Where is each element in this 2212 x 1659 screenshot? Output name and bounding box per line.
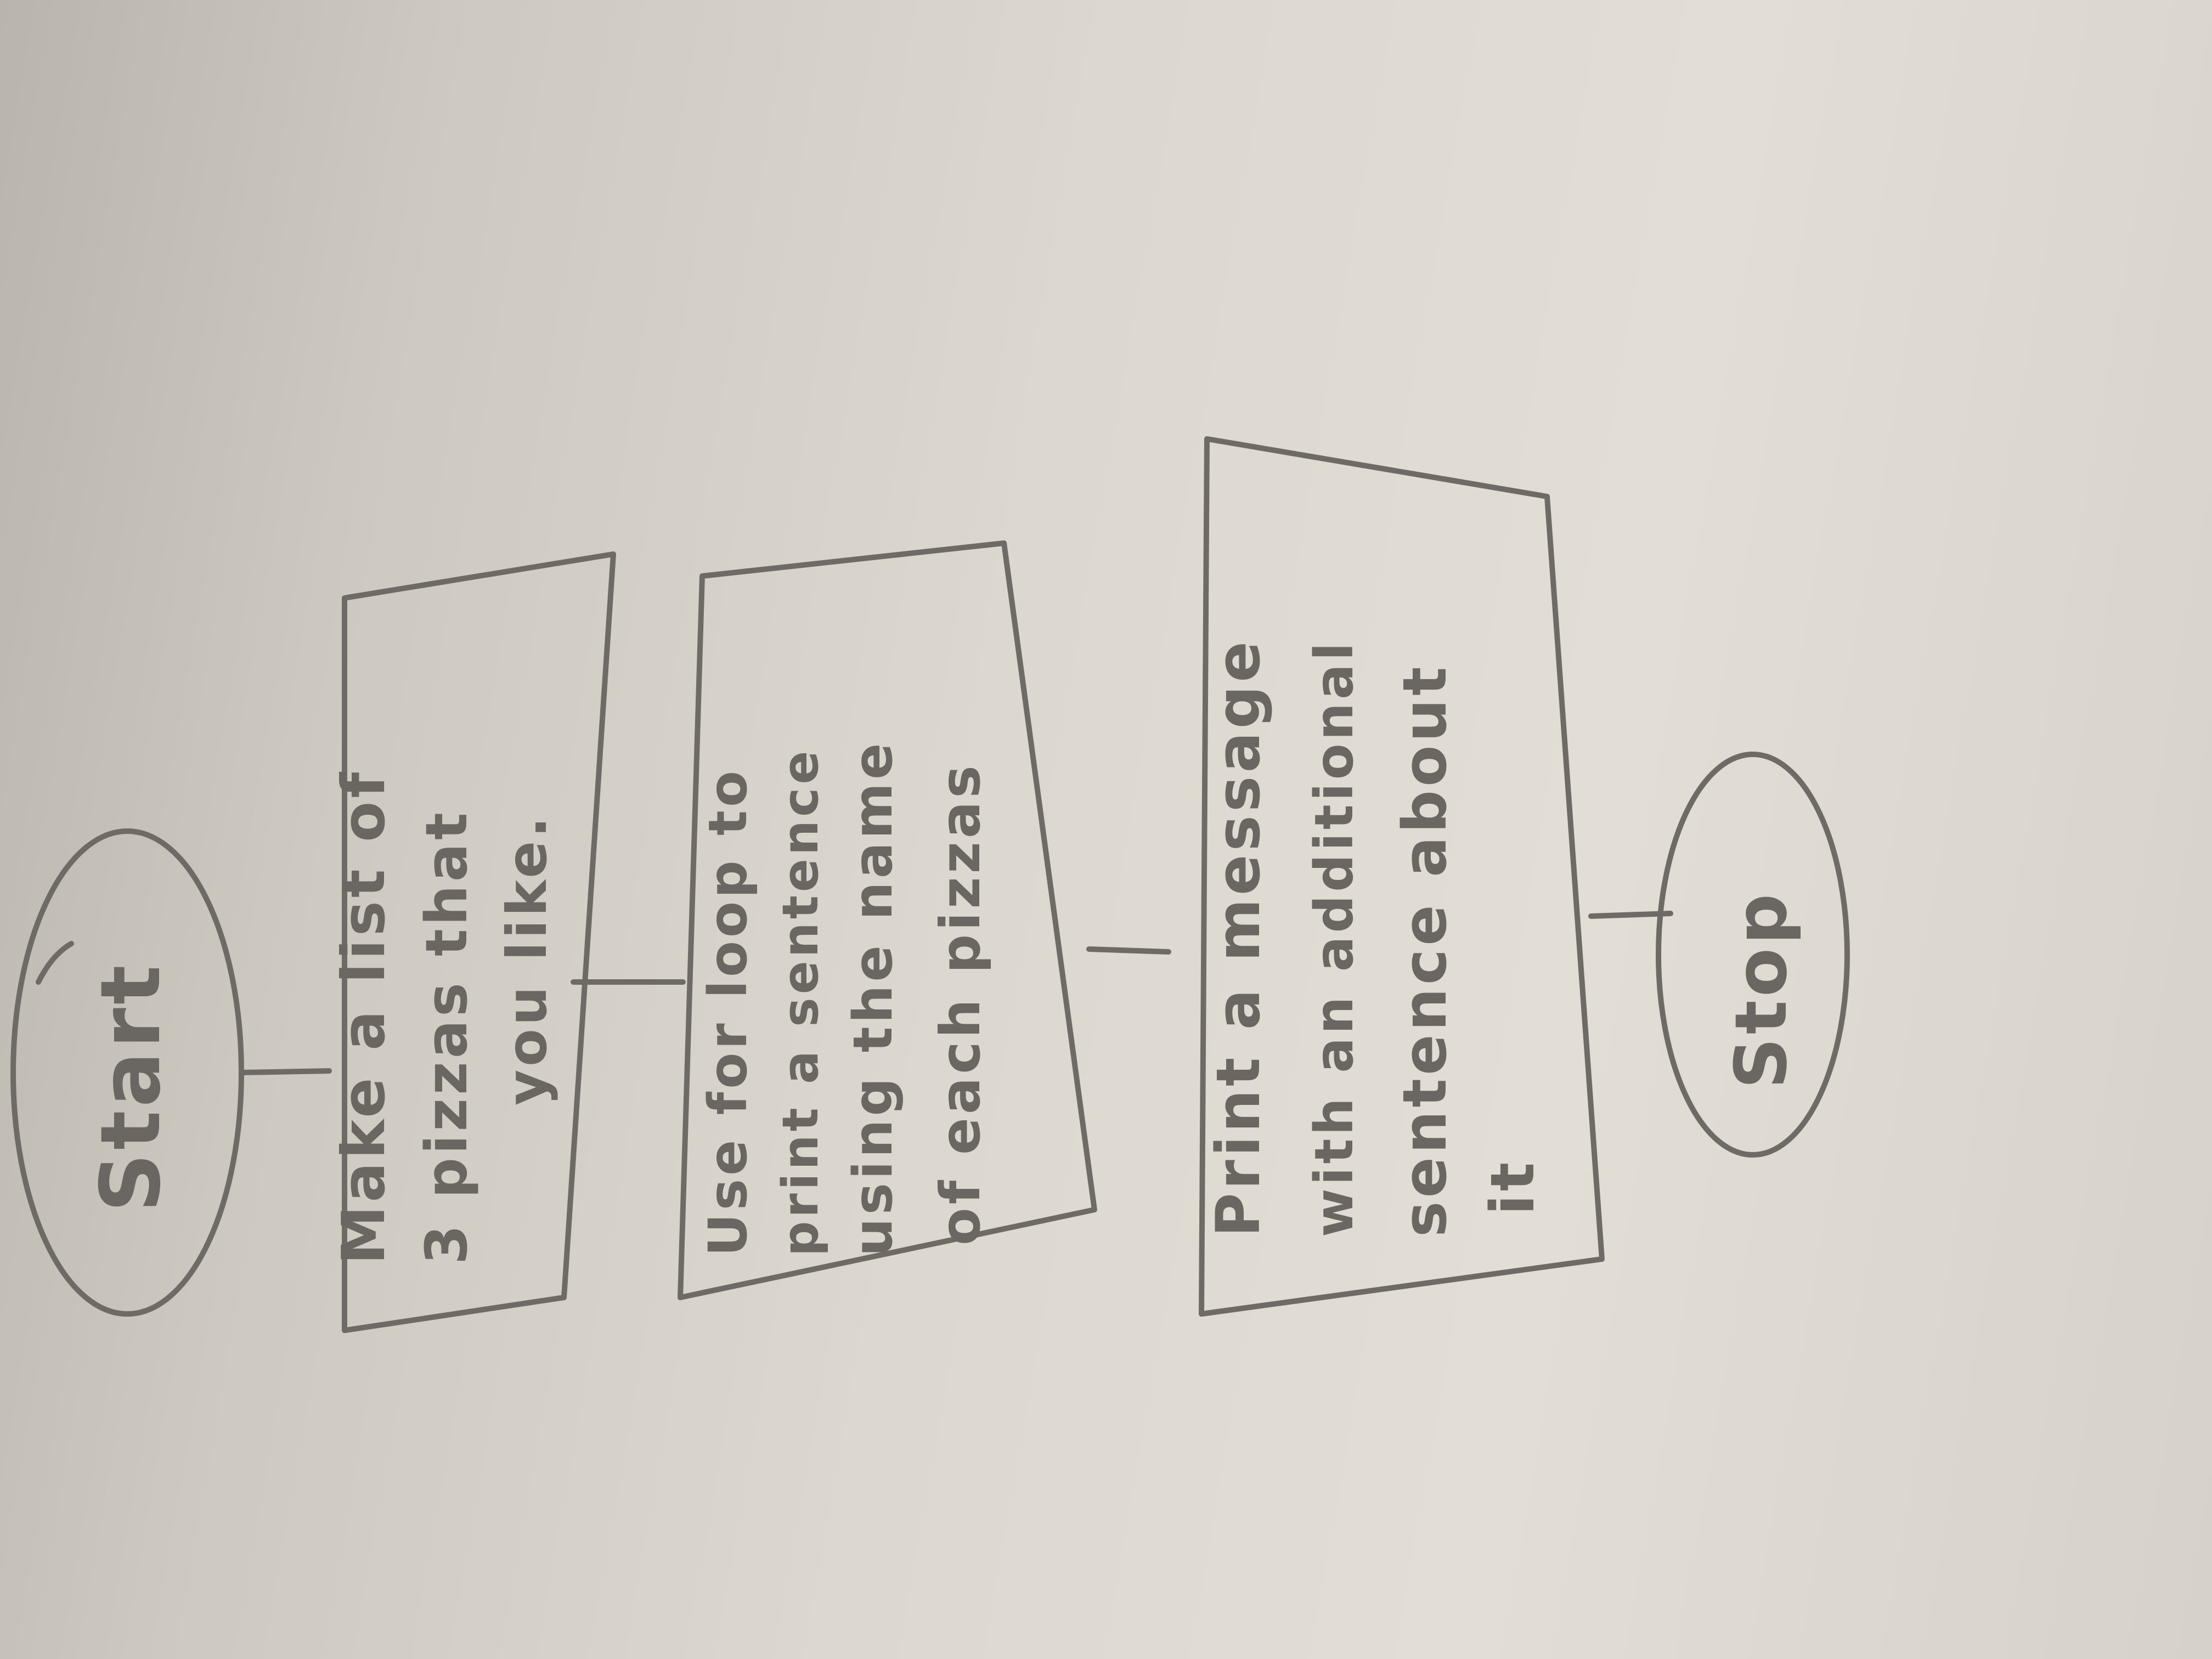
connector-start-to-step-1 [239,1068,332,1075]
step-2-box [678,540,1097,1300]
step-2-line-1: Use for loop to [697,768,759,1256]
step-3-line-2: with an additional [1304,639,1365,1237]
step-1-line-1: Make a list of [330,769,398,1265]
step-3-line-1: Print a message [1203,638,1273,1237]
step-1-line-2: 3 pizzas that [413,809,480,1265]
stop-label: Stop [1719,890,1803,1089]
step-1-box [342,551,616,1333]
start-terminal [10,828,244,1317]
connector-step-3-to-stop [1588,911,1673,919]
start-terminal-tick [36,941,74,985]
step-1-line-3: you like. [495,814,559,1105]
step-3-box [1199,436,1605,1317]
stop-terminal [1656,752,1850,1158]
step-3-line-4: it [1477,1159,1548,1215]
step-2-line-4: of each pizzas [928,762,992,1245]
step-3-line-3: sentence about [1390,664,1460,1237]
step-2-line-3: using the name [842,740,905,1256]
connector-step-2-to-step-3 [1086,946,1171,955]
step-2-line-2: print a sentence [772,748,830,1256]
start-label: Start [83,962,179,1212]
